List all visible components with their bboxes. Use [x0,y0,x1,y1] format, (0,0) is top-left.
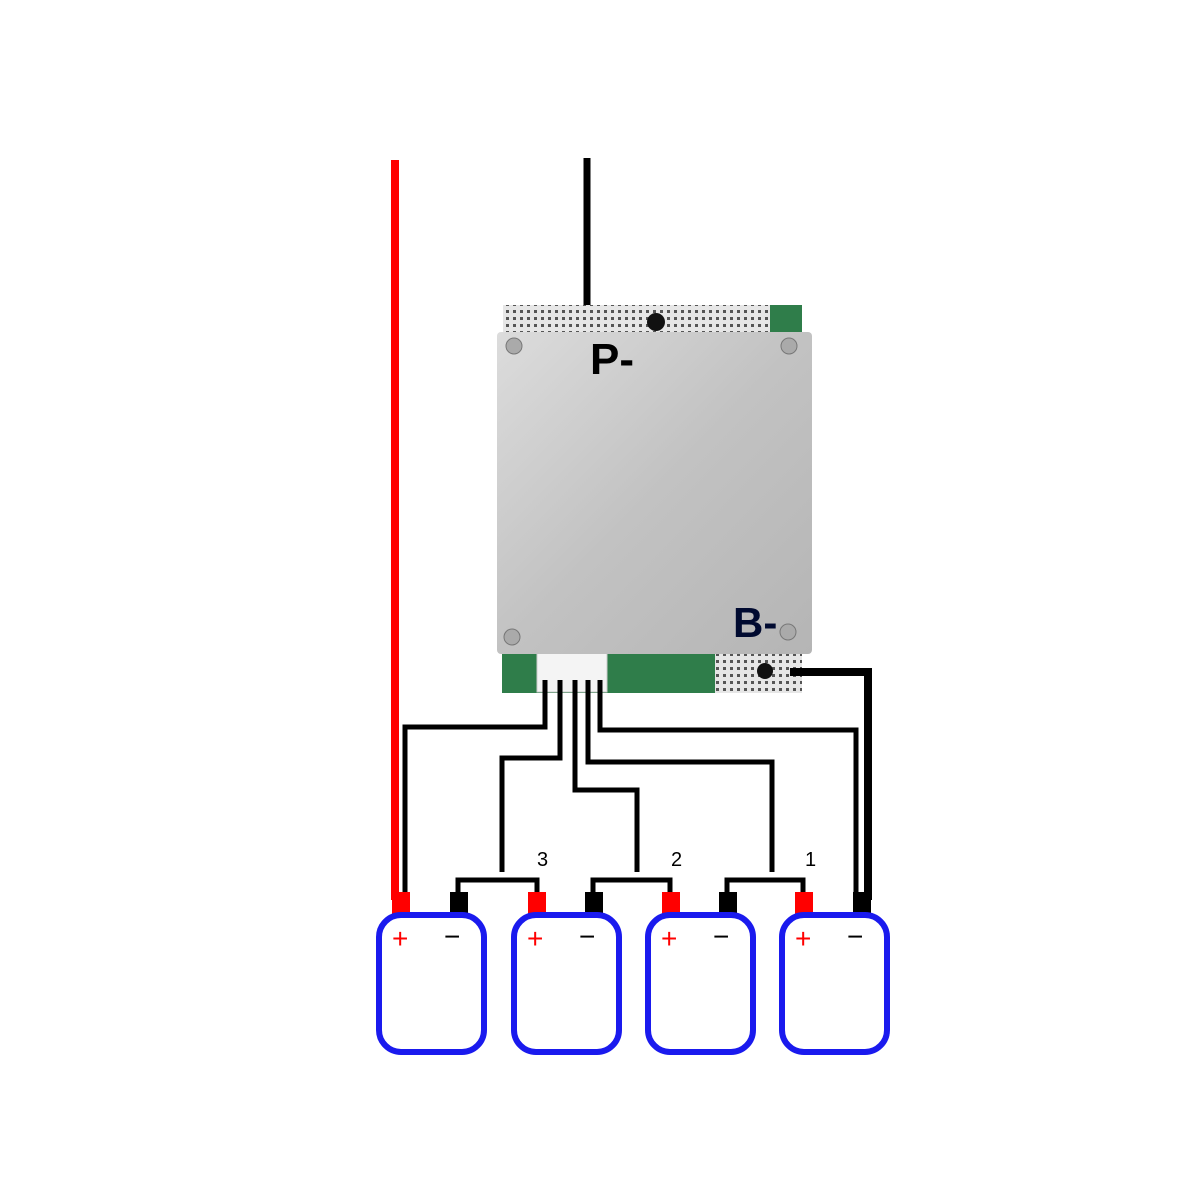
plus-sign: + [795,923,811,954]
balance-label-2: 2 [671,849,682,871]
balance-connector [536,651,608,693]
plus-sign: + [392,923,408,954]
heatsink-plate [497,332,812,654]
balance-wire-b0 [402,680,548,900]
balance-wires [402,668,872,900]
b-minus-wire [790,668,872,900]
series-link-2 [590,877,673,900]
screw-icon [503,337,798,646]
battery-cell-2: + − [511,892,622,1055]
battery-cell-3: + − [645,892,756,1055]
balance-label-3: 3 [537,849,548,871]
balance-wire-b3 [499,680,563,872]
battery-cell-1: + − [376,892,487,1055]
balance-wire-b1 [585,680,775,872]
b-minus-label: B- [733,599,777,646]
minus-sign: − [444,921,460,952]
plus-sign: + [527,923,543,954]
p-minus-label: P- [590,335,634,384]
balance-label-1: 1 [805,849,816,871]
balance-wire-b2 [572,680,640,872]
bms-board: P- B- [497,305,812,693]
balance-wire-top [597,680,859,900]
minus-sign: − [713,921,729,952]
plus-sign: + [661,923,677,954]
battery-cell-4: + − [779,892,890,1055]
series-link-3 [455,877,540,900]
minus-sign: − [847,921,863,952]
series-link-1 [724,877,806,900]
minus-sign: − [579,921,595,952]
